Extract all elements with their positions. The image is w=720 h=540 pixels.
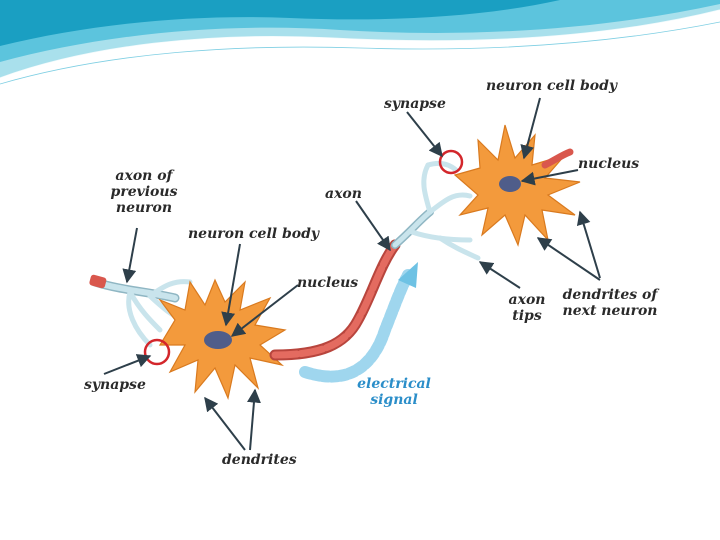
axon-myelin [269, 239, 401, 361]
label-axon-tips-line2: tips [512, 308, 542, 324]
label-dendrites-of-next-neuron-line2: next neuron [562, 303, 658, 319]
label-electrical-signal-line1: electrical [357, 376, 431, 392]
label-dendrites-of-next-neuron: dendrites of next neuron [562, 287, 658, 319]
label-nucleus-left: nucleus [297, 275, 359, 291]
leader-arrows [103, 97, 601, 451]
label-axon-tips: axon tips [505, 292, 549, 324]
header-wave-decoration [0, 0, 720, 85]
label-axon-tips-line1: axon [508, 292, 546, 308]
label-axon: axon [325, 186, 362, 202]
electrical-signal-arrow [299, 262, 418, 383]
label-electrical-signal: electrical signal [355, 376, 433, 408]
label-axon-of-previous-neuron: axon of previous neuron [104, 168, 184, 216]
label-dendrites: dendrites [222, 452, 297, 468]
axon-terminal [391, 160, 481, 261]
synapse-ring-top [438, 149, 464, 175]
label-axon-of-previous-neuron-line3: neuron [115, 200, 173, 216]
figure-background [85, 78, 655, 468]
label-electrical-signal-line2: signal [370, 392, 418, 408]
label-dendrites-of-next-neuron-line1: dendrites of [562, 287, 658, 303]
left-neuron-cell-body [158, 278, 287, 400]
label-axon-of-previous-neuron-line1: axon of [115, 168, 173, 184]
label-axon-of-previous-neuron-line2: previous [110, 184, 178, 200]
label-neuron-cell-body-top: neuron cell body [486, 78, 618, 94]
label-nucleus-right: nucleus [578, 156, 640, 172]
right-neuron-cell-body [453, 124, 581, 247]
synapse-ring-bottom [143, 338, 171, 366]
label-neuron-cell-body-left: neuron cell body [188, 226, 320, 242]
label-synapse-top: synapse [384, 96, 446, 112]
label-synapse-bottom: synapse [84, 377, 146, 393]
